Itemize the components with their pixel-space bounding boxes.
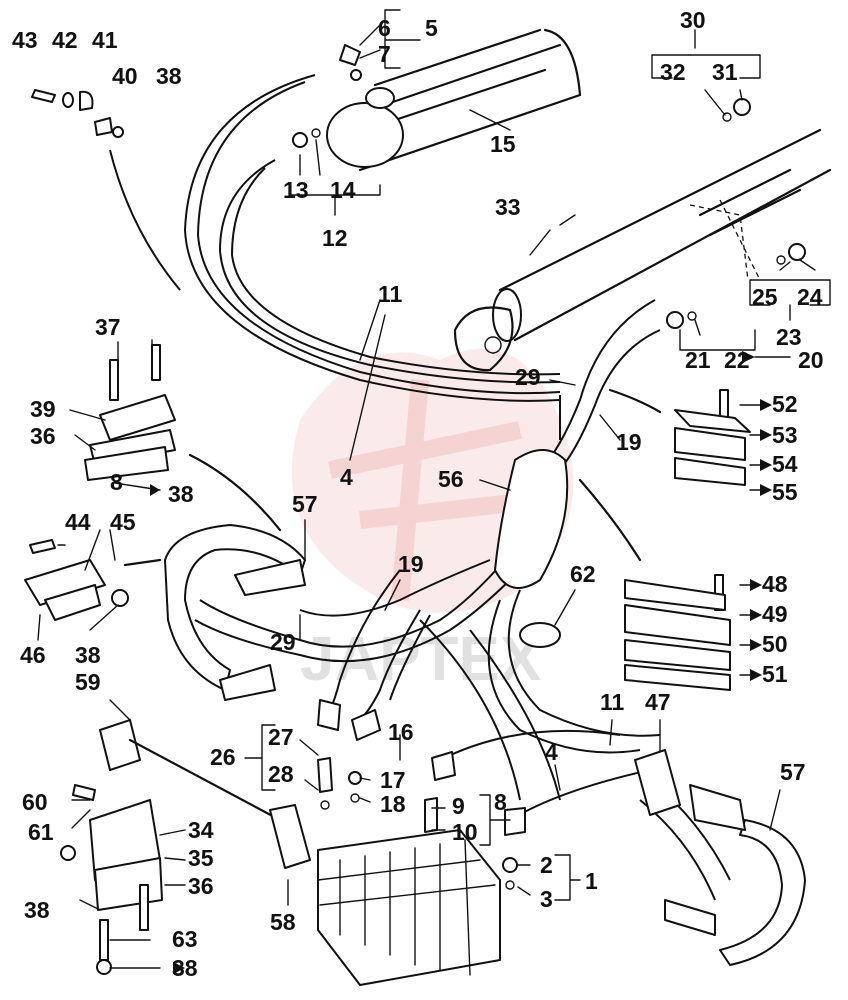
callout-15: 15: [490, 131, 516, 157]
callout-35: 35: [188, 845, 214, 871]
callout-12: 12: [322, 225, 348, 251]
callout-2: 2: [540, 852, 553, 878]
callout-57-a: 57: [292, 491, 318, 517]
bracket-lower-left: [60, 719, 311, 975]
callout-4-b: 4: [545, 739, 558, 765]
fittings-top: [31, 44, 806, 329]
callout-20: 20: [798, 347, 824, 373]
callout-13: 13: [283, 177, 309, 203]
callout-38-b: 38: [168, 481, 194, 507]
callout-38-d: 38: [24, 897, 50, 923]
callout-23: 23: [776, 324, 802, 350]
callout-1: 1: [585, 868, 598, 894]
callout-48: 48: [762, 571, 788, 597]
callout-60: 60: [22, 789, 48, 815]
callout-57-b: 57: [780, 759, 806, 785]
hose-guard-right: [664, 784, 806, 966]
callout-29-b: 29: [270, 629, 296, 655]
callout-43: 43: [12, 27, 38, 53]
watermark-text: JAPTEX: [300, 625, 541, 694]
callout-9: 9: [452, 793, 465, 819]
callout-31: 31: [712, 59, 738, 85]
callout-40: 40: [112, 63, 138, 89]
clamp-47: [634, 749, 681, 816]
callout-41: 41: [92, 27, 118, 53]
callout-labels: 43 42 41 40 38 6 5 7 15 13 14 12 30 32 3…: [12, 7, 824, 981]
callout-18: 18: [380, 791, 406, 817]
callout-47: 47: [645, 689, 671, 715]
callout-17: 17: [380, 767, 406, 793]
callout-19-a: 19: [616, 429, 642, 455]
callout-61: 61: [28, 819, 54, 845]
callout-4-a: 4: [340, 464, 353, 490]
arm-cylinder: [453, 128, 832, 372]
callout-44: 44: [65, 509, 91, 535]
callout-50: 50: [762, 631, 788, 657]
callout-29-a: 29: [515, 364, 541, 390]
callout-25: 25: [752, 284, 778, 310]
callout-8-b: 8: [494, 789, 507, 815]
callout-38-c: 38: [75, 642, 101, 668]
callout-6: 6: [378, 15, 391, 41]
callout-30: 30: [680, 7, 706, 33]
callout-37: 37: [95, 314, 121, 340]
callout-5: 5: [425, 15, 438, 41]
callout-55: 55: [772, 479, 798, 505]
callout-62: 62: [570, 561, 596, 587]
callout-36-a: 36: [30, 423, 56, 449]
callout-38-a: 38: [156, 63, 182, 89]
callout-39: 39: [30, 396, 56, 422]
callout-28: 28: [268, 761, 294, 787]
clamp-set-left: [24, 539, 162, 621]
clamp-set-upper-right: [608, 388, 751, 486]
callout-21: 21: [685, 347, 711, 373]
callout-26: 26: [210, 744, 236, 770]
callout-3: 3: [540, 886, 553, 912]
callout-52: 52: [772, 391, 798, 417]
callout-16: 16: [388, 719, 414, 745]
callout-58: 58: [270, 909, 296, 935]
callout-42: 42: [52, 27, 78, 53]
fittings-bottom: [317, 699, 526, 890]
callout-49: 49: [762, 601, 788, 627]
callout-46: 46: [20, 642, 46, 668]
callout-10: 10: [452, 819, 478, 845]
callout-27: 27: [268, 724, 294, 750]
callout-11-b: 11: [600, 689, 625, 715]
clamp-set-middle-right: [578, 478, 731, 691]
boom-cylinder: [326, 28, 582, 172]
callout-34: 34: [188, 817, 214, 843]
callout-24: 24: [797, 284, 823, 310]
hose-guard-left: [164, 524, 306, 701]
callout-8-a: 8: [110, 469, 123, 495]
callout-33: 33: [495, 194, 521, 220]
hose-protector: [494, 449, 569, 589]
callout-7: 7: [378, 41, 391, 67]
callout-54: 54: [772, 451, 798, 477]
callout-32: 32: [660, 59, 686, 85]
callout-51: 51: [762, 661, 788, 687]
control-valve: [317, 829, 501, 986]
band-clip: [519, 622, 561, 648]
hose-bundle: [109, 74, 731, 901]
callout-56: 56: [438, 466, 464, 492]
callout-36-b: 36: [188, 873, 214, 899]
callout-45: 45: [110, 509, 136, 535]
callout-63: 63: [172, 926, 198, 952]
callout-59: 59: [75, 669, 101, 695]
callout-53: 53: [772, 422, 798, 448]
callout-11-a: 11: [378, 281, 403, 307]
clamp-set-upper-left: [84, 344, 282, 532]
callout-14: 14: [330, 177, 356, 203]
arrowheads: [150, 351, 772, 974]
callout-19-b: 19: [398, 551, 424, 577]
